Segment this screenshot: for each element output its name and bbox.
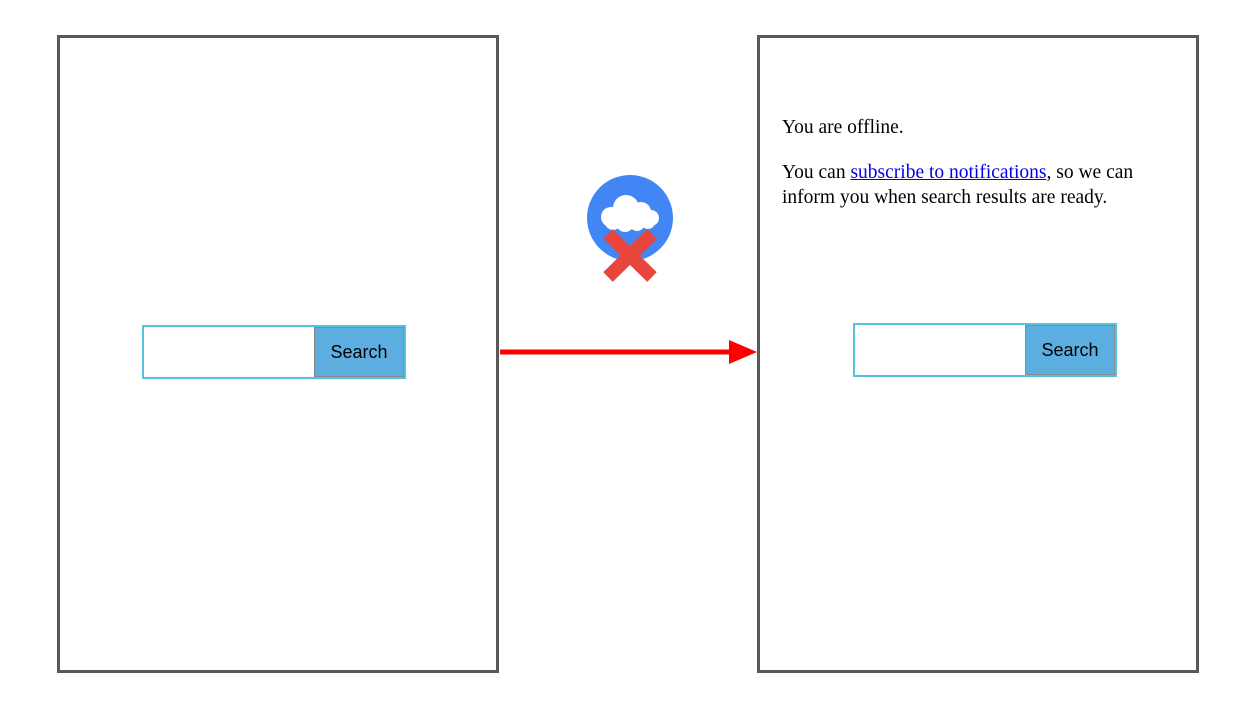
cloud-glyph bbox=[601, 195, 659, 232]
search-button[interactable]: Search bbox=[1025, 325, 1115, 375]
search-button[interactable]: Search bbox=[314, 327, 404, 377]
flow-arrow bbox=[500, 340, 757, 364]
right-browser-frame: You are offline. You can subscribe to no… bbox=[757, 35, 1199, 673]
x-mark-glyph bbox=[603, 229, 657, 282]
subscribe-notifications-link[interactable]: subscribe to notifications bbox=[850, 162, 1047, 183]
offline-messages: You are offline. You can subscribe to no… bbox=[782, 115, 1186, 230]
offline-message: You are offline. bbox=[782, 117, 904, 138]
search-form: Search bbox=[142, 325, 406, 379]
search-input[interactable] bbox=[144, 327, 314, 377]
left-browser-frame: Search bbox=[57, 35, 499, 673]
notify-message: You can subscribe to notifications, so w… bbox=[782, 160, 1186, 210]
notify-message-post: , so we can inform you when search resul… bbox=[782, 162, 1134, 208]
offline-cloud-icon bbox=[587, 175, 673, 282]
search-input[interactable] bbox=[855, 325, 1025, 375]
search-form: Search bbox=[853, 323, 1117, 377]
notify-message-pre: You can bbox=[782, 162, 851, 183]
